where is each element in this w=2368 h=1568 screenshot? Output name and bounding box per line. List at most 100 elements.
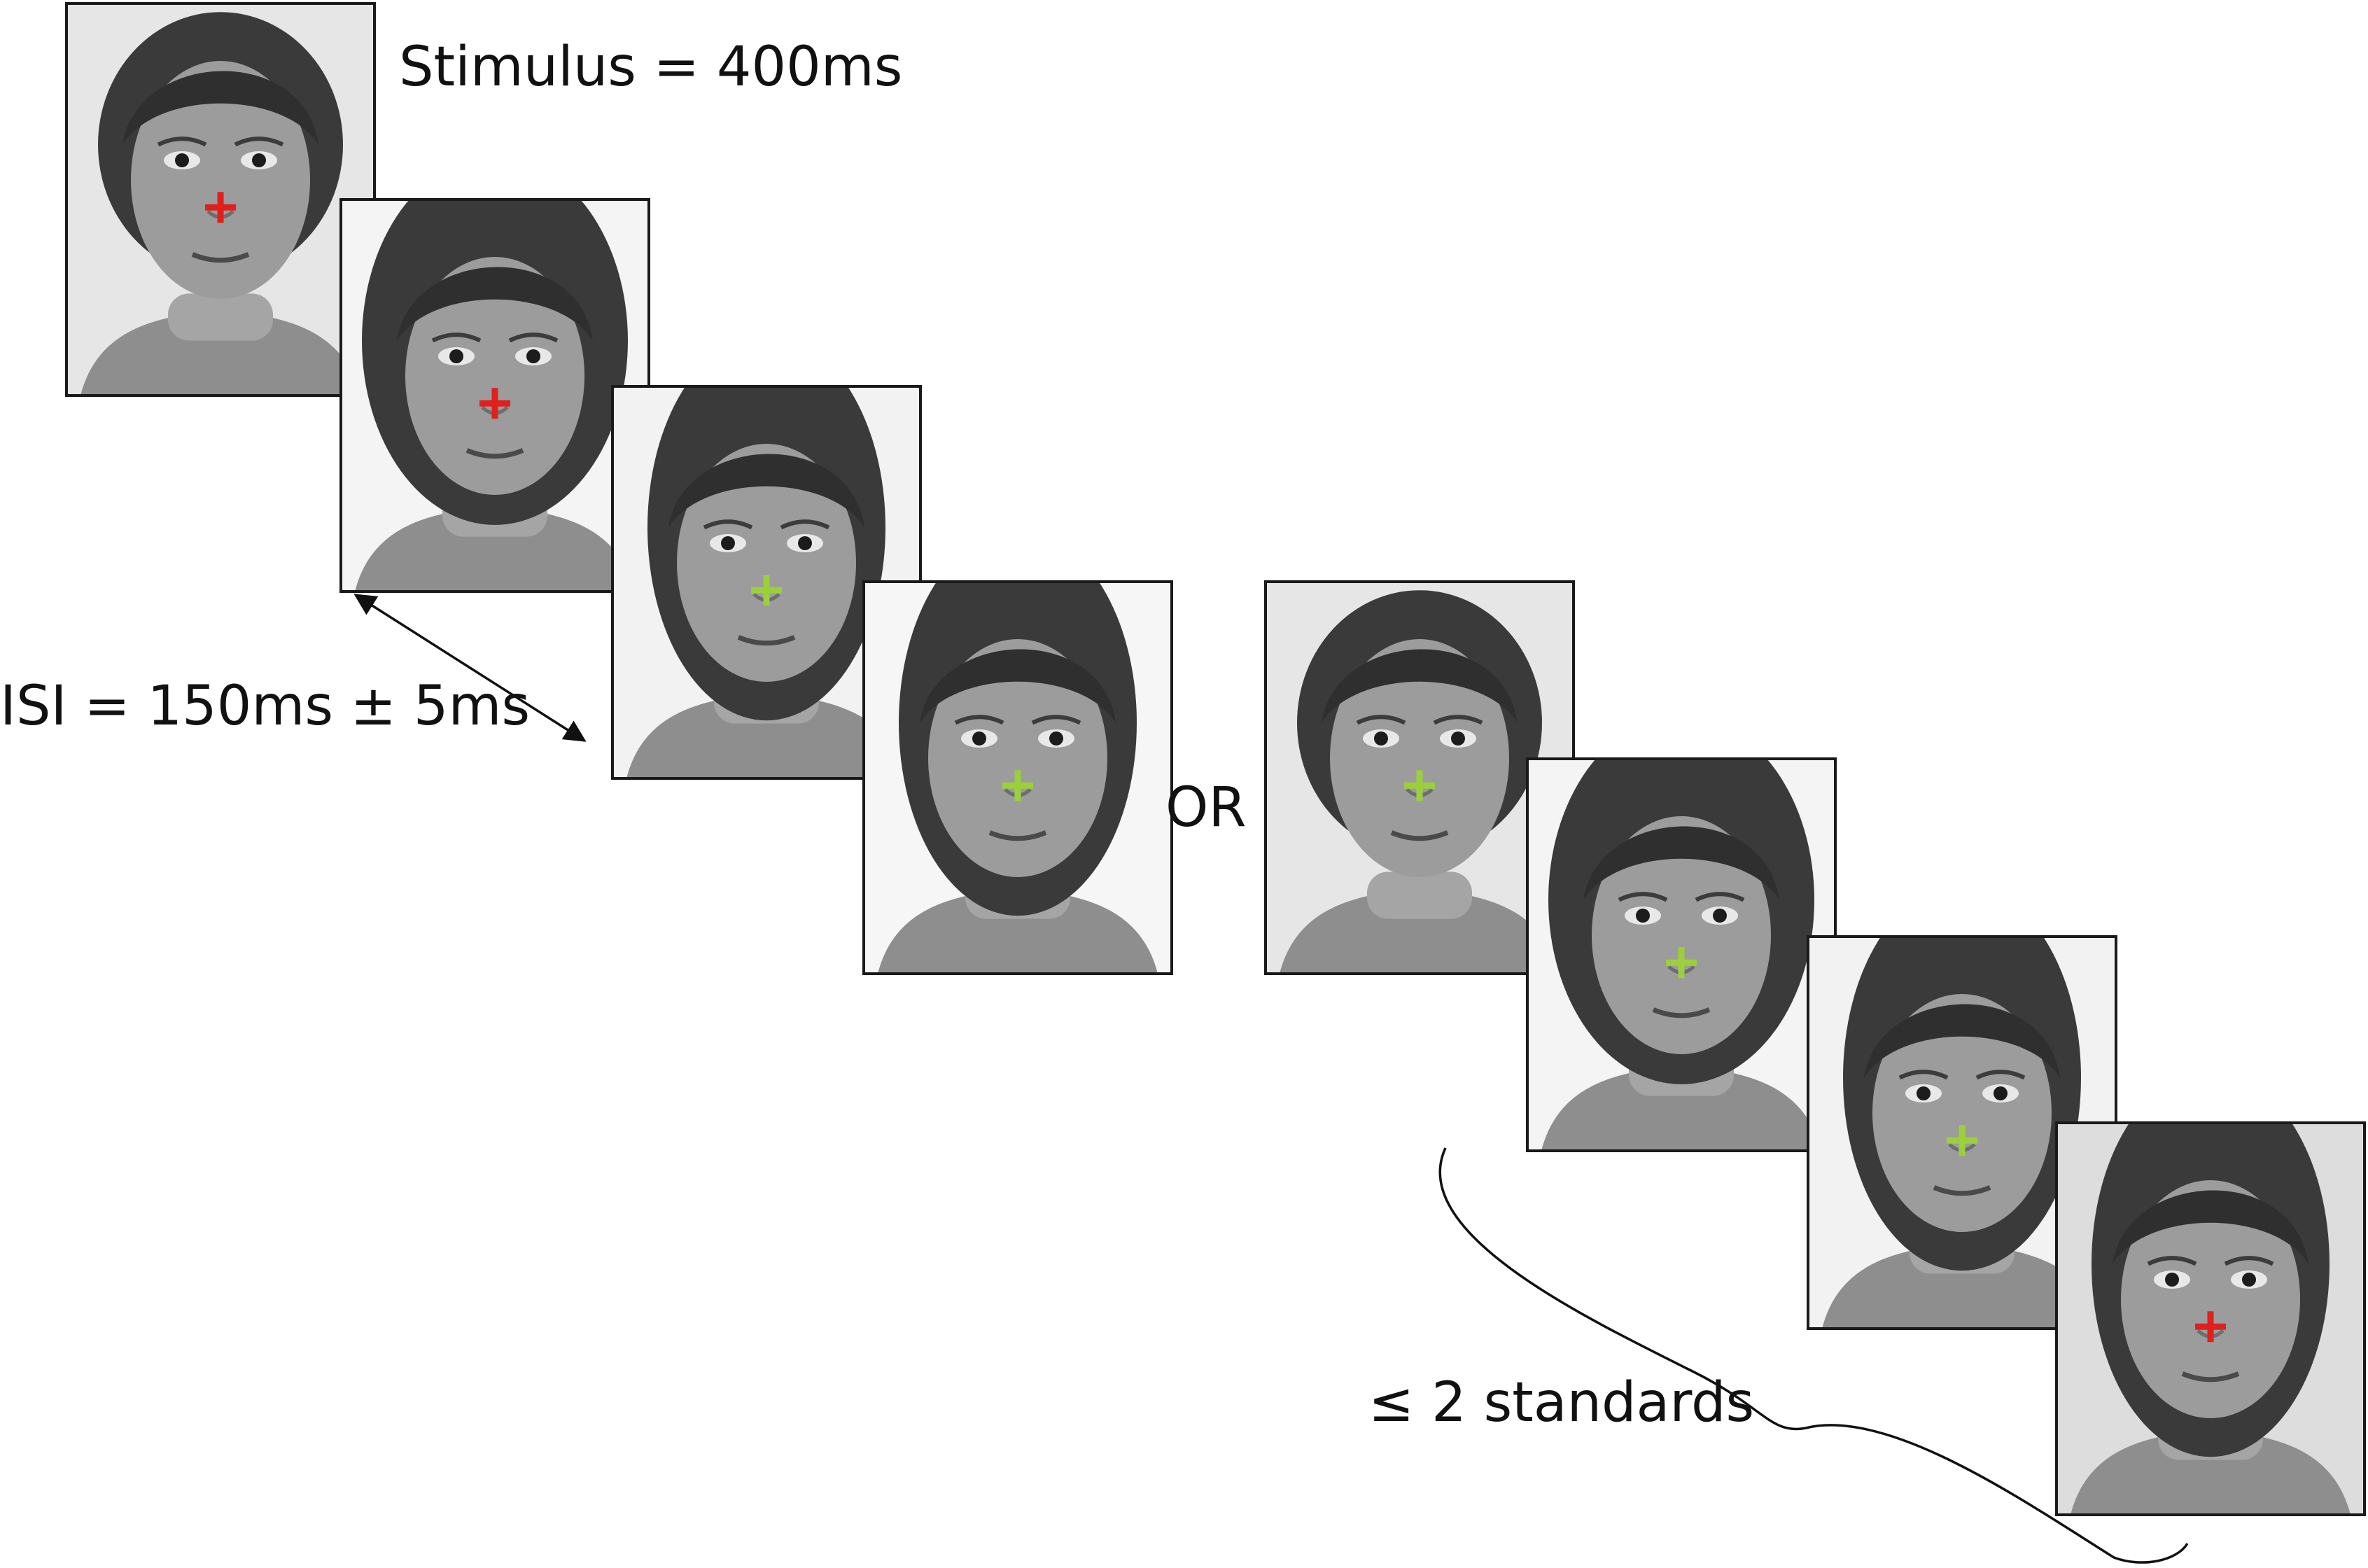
shoulders-shape — [1280, 895, 1560, 974]
stimulus-frame — [2055, 1121, 2366, 1516]
eyebrow-shape — [780, 519, 830, 530]
pupil-shape — [449, 349, 463, 363]
eyebrow-shape — [1695, 892, 1745, 902]
sequence-2 — [1264, 580, 2366, 1516]
eyebrow-shape — [954, 715, 1004, 725]
standards-brace — [1438, 1147, 2189, 1564]
shoulders-shape — [2071, 1436, 2351, 1515]
eyebrow-shape — [703, 519, 753, 530]
stimulus-duration-label: Stimulus = 400ms — [399, 36, 902, 99]
shoulders-shape — [1541, 1072, 1821, 1151]
eyebrow-shape — [1356, 715, 1406, 725]
face-shape — [677, 444, 856, 682]
stimulus-frame — [1526, 757, 1837, 1152]
pupil-shape — [252, 153, 266, 167]
isi-label: ISI = 150ms ± 5ms — [0, 675, 530, 738]
stimulus-frame — [862, 580, 1173, 975]
pupil-shape — [1374, 732, 1388, 746]
or-label: OR — [1165, 776, 1247, 839]
pupil-shape — [1994, 1086, 2008, 1100]
fixation-cross-green — [751, 575, 782, 606]
fixation-cross-green — [1002, 770, 1033, 802]
pupil-shape — [1451, 732, 1465, 746]
eyebrow-shape — [2224, 1256, 2274, 1266]
mouth-shape — [1652, 1007, 1711, 1018]
stimulus-frame — [339, 198, 650, 593]
face-photo — [1541, 759, 1821, 1151]
pupil-shape — [1917, 1086, 1931, 1100]
stimulus-frames — [65, 2, 2366, 1516]
face-photo — [2071, 1123, 2351, 1515]
face-photo — [355, 200, 635, 592]
face-shape — [1872, 994, 2052, 1232]
shoulders-shape — [626, 700, 906, 778]
shoulders-shape — [80, 317, 360, 396]
face-photo — [1280, 590, 1560, 974]
standards-label: ≤ 2 standards — [1368, 1371, 1754, 1434]
face-shape — [1330, 639, 1509, 877]
shoulders-shape — [878, 895, 1158, 974]
eyebrow-shape — [1898, 1070, 1949, 1080]
fixation-cross-red — [479, 388, 510, 419]
pupil-shape — [721, 536, 735, 550]
mouth-shape — [2181, 1371, 2240, 1382]
hair-fringe-shape — [397, 267, 593, 341]
mouth-shape — [1390, 830, 1449, 841]
pupil-shape — [972, 732, 986, 746]
pupil-shape — [1049, 732, 1063, 746]
hair-fringe-shape — [2113, 1190, 2309, 1264]
pupil-shape — [526, 349, 540, 363]
hair-fringe-shape — [122, 71, 318, 145]
face-photo — [80, 12, 360, 396]
face-photo — [878, 582, 1158, 974]
face-shape — [1592, 816, 1771, 1054]
mouth-shape — [988, 830, 1047, 841]
hair-fringe-shape — [920, 649, 1116, 723]
pupil-shape — [1636, 909, 1650, 923]
hair-fringe-shape — [668, 454, 864, 528]
fixation-cross-green — [1404, 770, 1435, 802]
mouth-shape — [1933, 1185, 1991, 1196]
hair-fringe-shape — [1322, 649, 1518, 723]
eyebrow-shape — [431, 332, 482, 343]
face-photo — [626, 386, 906, 778]
frame-border — [862, 580, 1173, 975]
eyebrow-shape — [1618, 892, 1668, 902]
face-shape — [928, 639, 1107, 877]
eyebrow-shape — [234, 136, 284, 147]
stimulus-frame — [1264, 580, 1575, 975]
mouth-shape — [465, 448, 524, 459]
isi-arrow — [353, 594, 587, 742]
pupil-shape — [175, 153, 189, 167]
stimulus-frame — [65, 2, 376, 397]
shoulders-shape — [1822, 1250, 2102, 1329]
eyebrow-shape — [1975, 1070, 2026, 1080]
pupil-shape — [1713, 909, 1727, 923]
fixation-cross-red — [205, 192, 236, 223]
neck-shape — [1367, 872, 1472, 919]
mouth-shape — [737, 635, 796, 646]
eyebrow-shape — [508, 332, 559, 343]
pupil-shape — [798, 536, 812, 550]
eyebrow-shape — [1031, 715, 1081, 725]
sequence-1 — [65, 2, 1173, 975]
frame-border — [2055, 1121, 2366, 1516]
eyebrow-shape — [157, 136, 207, 147]
fixation-cross-red — [2195, 1311, 2226, 1343]
fixation-cross-green — [1666, 947, 1697, 979]
pupil-shape — [2165, 1273, 2179, 1287]
neck-shape — [168, 293, 273, 341]
eyebrow-shape — [1433, 715, 1483, 725]
shoulders-shape — [355, 513, 635, 592]
hair-fringe-shape — [1583, 826, 1779, 900]
face-shape — [2121, 1180, 2300, 1418]
pupil-shape — [2242, 1273, 2256, 1287]
mouth-shape — [191, 252, 250, 263]
face-shape — [131, 61, 310, 299]
hair-fringe-shape — [1864, 1004, 2060, 1078]
fixation-cross-green — [1947, 1125, 1977, 1156]
eyebrow-shape — [2147, 1256, 2197, 1266]
face-photo — [1822, 937, 2102, 1329]
face-shape — [405, 257, 584, 495]
